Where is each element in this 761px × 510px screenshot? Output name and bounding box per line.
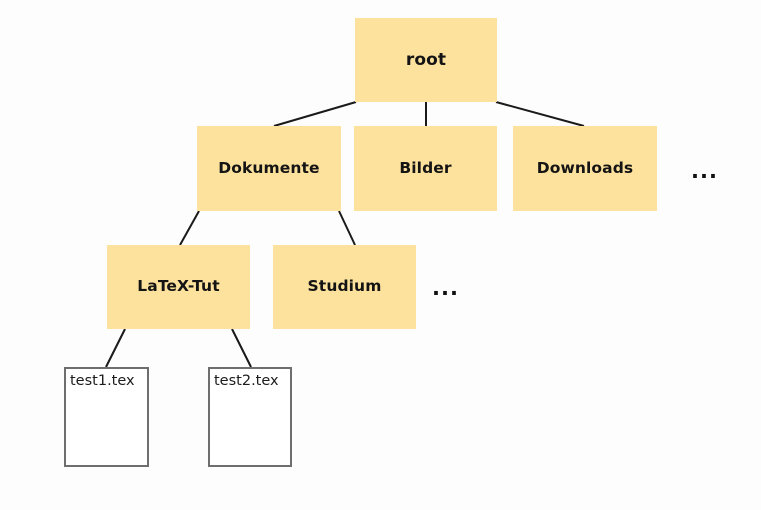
tree-edge-latex-tut-to-test1	[105, 328, 126, 368]
file-node-test2[interactable]: test2.tex	[208, 367, 292, 467]
folder-label-downloads: Downloads	[536, 158, 634, 177]
tree-edge-root-to-downloads	[495, 101, 585, 127]
tree-edge-dokumente-to-latex-tut	[179, 210, 200, 246]
folder-label-root: root	[405, 49, 447, 70]
folder-node-root[interactable]: root	[355, 18, 497, 102]
folder-node-studium[interactable]: Studium	[273, 245, 416, 329]
tree-edge-dokumente-to-studium	[338, 210, 356, 246]
ellipsis-level1: ...	[691, 159, 718, 183]
ellipsis-level2: ...	[432, 276, 459, 300]
folder-label-latex-tut: LaTeX-Tut	[137, 277, 220, 296]
tree-edge-root-to-dokumente	[273, 101, 357, 127]
folder-node-bilder[interactable]: Bilder	[354, 126, 497, 211]
tree-edge-latex-tut-to-test2	[231, 328, 252, 368]
folder-label-studium: Studium	[307, 277, 382, 296]
folder-node-downloads[interactable]: Downloads	[513, 126, 657, 211]
folder-node-latex-tut[interactable]: LaTeX-Tut	[107, 245, 250, 329]
file-label-test2: test2.tex	[214, 373, 279, 389]
folder-label-bilder: Bilder	[399, 158, 452, 177]
file-label-test1: test1.tex	[70, 373, 135, 389]
folder-node-dokumente[interactable]: Dokumente	[197, 126, 341, 211]
file-node-test1[interactable]: test1.tex	[64, 367, 149, 467]
folder-label-dokumente: Dokumente	[218, 158, 320, 177]
